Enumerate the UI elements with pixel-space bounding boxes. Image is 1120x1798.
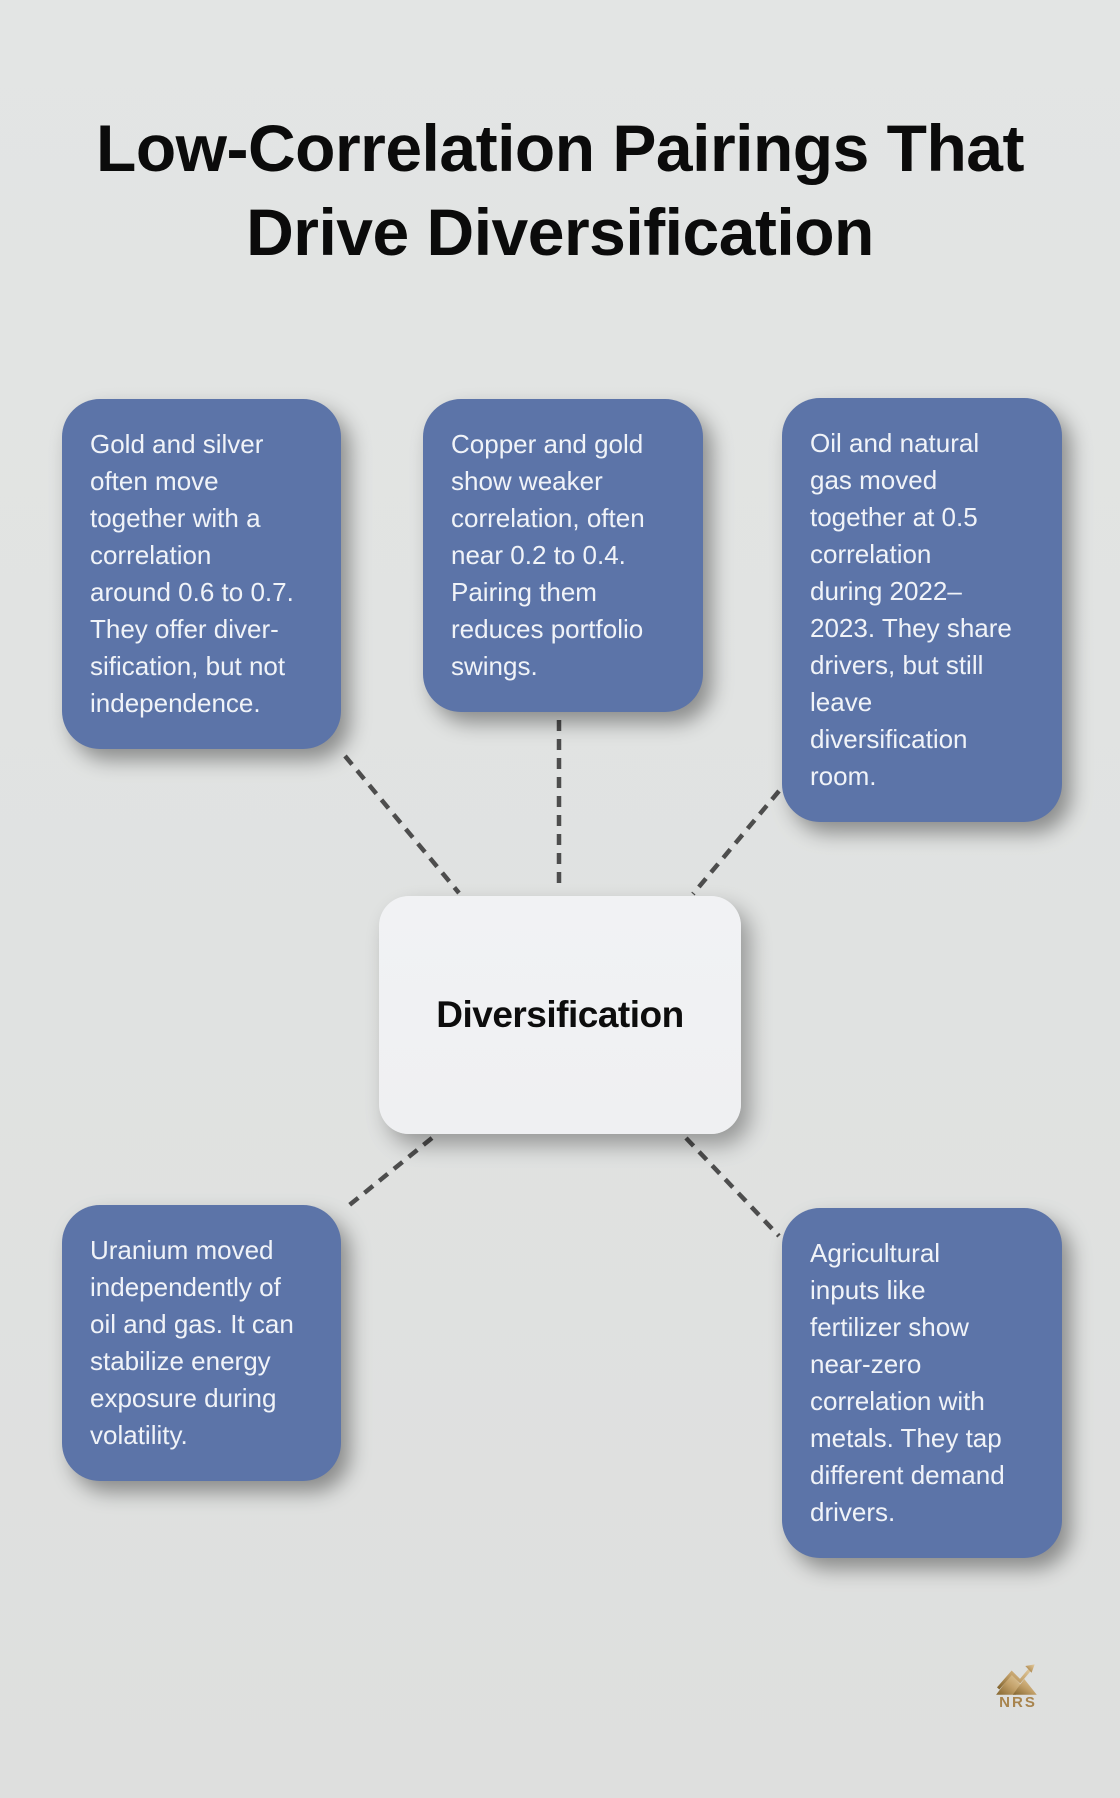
center-node: Diversification <box>379 896 741 1134</box>
mountain-arrow-icon <box>996 1664 1037 1695</box>
node-agriculture: Agricultural inputs like fertilizer show… <box>782 1208 1062 1558</box>
connector-agriculture <box>684 1136 781 1238</box>
center-node-label: Diversification <box>436 994 684 1035</box>
connector-oil-gas <box>691 789 781 896</box>
logo-wordmark: NRS <box>999 1694 1037 1711</box>
arrow-head <box>1025 1664 1035 1673</box>
connector-uranium <box>345 1136 434 1209</box>
mountain-right-shape <box>1012 1679 1037 1695</box>
page-title: Low-Correlation Pairings That Drive Dive… <box>96 111 1024 270</box>
connector-gold-silver <box>343 754 461 895</box>
node-oil-natural-gas: Oil and natural gas moved together at 0.… <box>782 398 1062 822</box>
trend-line <box>996 1666 1033 1690</box>
brand-logo: NRS <box>990 1660 1046 1711</box>
mountain-left-shape <box>996 1673 1022 1695</box>
node-gold-silver: Gold and silver often move together with… <box>62 399 341 749</box>
node-uranium: Uranium moved independently of oil and g… <box>62 1205 341 1481</box>
node-copper-gold: Copper and gold show weaker correlation,… <box>423 399 703 712</box>
